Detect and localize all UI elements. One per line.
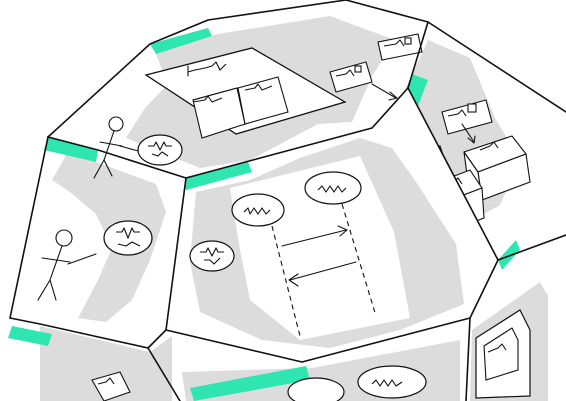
use-case-ellipse-bottom-b [358,366,426,398]
lifeline-head-a [232,194,284,226]
use-case-ellipse-bottom-a [288,378,344,401]
lifeline-head-b [305,172,361,204]
left-face [10,117,186,348]
